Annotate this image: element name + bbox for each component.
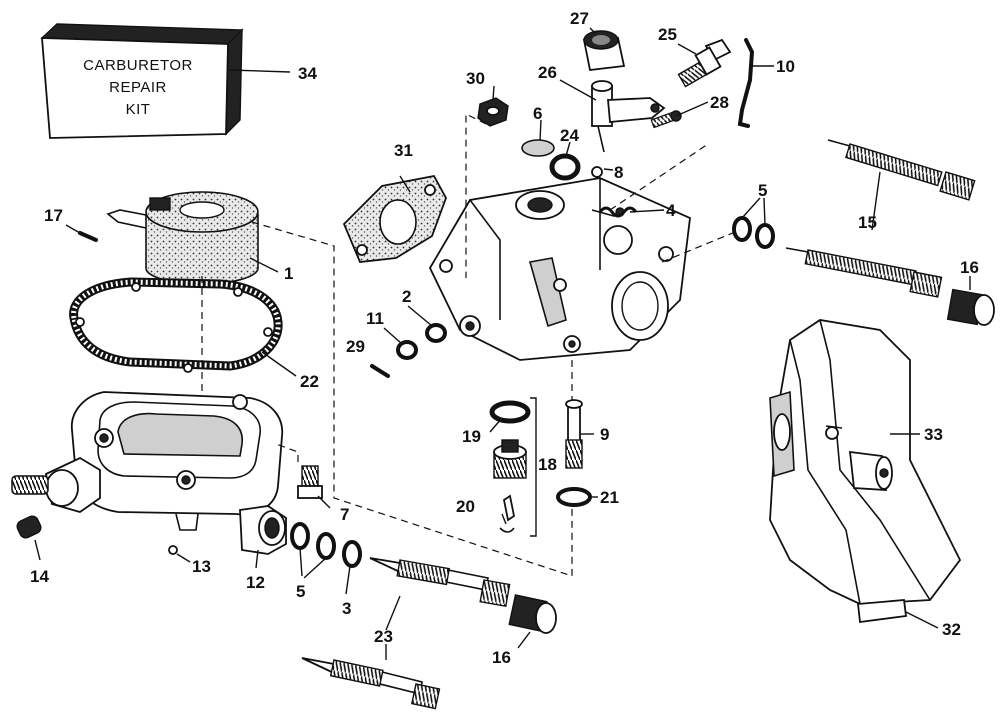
callout-23: 23 xyxy=(374,627,393,646)
manifold-gasket xyxy=(342,174,447,263)
callout-9: 9 xyxy=(600,425,609,444)
callout-28: 28 xyxy=(710,93,729,112)
needle-valve-lower xyxy=(301,657,441,710)
callout-21: 21 xyxy=(600,488,619,507)
callout-12: 12 xyxy=(246,573,265,592)
kit-label-line3: KIT xyxy=(126,101,151,118)
adjust-needle-upper xyxy=(827,139,976,201)
jet-washer xyxy=(556,487,592,507)
callout-31: 31 xyxy=(394,141,413,160)
check-ball xyxy=(168,545,178,555)
main-jet-stem xyxy=(565,399,583,469)
bracket-seal-strip xyxy=(857,599,908,624)
callout-1: 1 xyxy=(284,264,293,283)
callout-16a: 16 xyxy=(492,648,511,667)
needle-plug-right xyxy=(946,288,995,326)
callout-13: 13 xyxy=(192,557,211,576)
seat-gasket xyxy=(489,400,531,424)
roll-pin xyxy=(370,364,390,378)
inlet-needle xyxy=(499,494,516,533)
callout-6: 6 xyxy=(533,104,542,123)
lock-washer xyxy=(396,340,418,360)
callout-16b: 16 xyxy=(960,258,979,277)
float-bowl xyxy=(71,391,284,531)
callout-27: 27 xyxy=(570,9,589,28)
kit-label-line1: CARBURETOR xyxy=(83,57,193,74)
callout-22: 22 xyxy=(300,372,319,391)
callout-19: 19 xyxy=(462,427,481,446)
needle-plug-lower xyxy=(508,594,557,634)
callout-5a: 5 xyxy=(296,582,305,601)
repair-kit-box: CARBURETOR REPAIR KIT xyxy=(40,23,244,139)
bowl-drain-screw xyxy=(297,465,323,499)
check-ball-small xyxy=(591,166,603,178)
packing-washer-right-b xyxy=(755,223,775,249)
callout-24: 24 xyxy=(560,126,579,145)
callout-20: 20 xyxy=(456,497,475,516)
needle-valve-upper xyxy=(369,557,511,607)
packing-washer-right-a xyxy=(732,216,752,242)
needle-seat xyxy=(493,439,527,479)
intake-bracket xyxy=(769,319,962,605)
choke-knob-cap xyxy=(582,30,626,71)
packing-washers-left xyxy=(290,522,362,568)
callout-4: 4 xyxy=(666,201,676,220)
lever-washer xyxy=(425,323,447,343)
callout-18: 18 xyxy=(538,455,557,474)
callout-3: 3 xyxy=(342,599,351,618)
callout-11: 11 xyxy=(366,309,384,328)
callout-17: 17 xyxy=(44,206,63,225)
callout-14: 14 xyxy=(30,567,49,586)
choke-link-rod xyxy=(737,38,755,128)
hex-nut xyxy=(477,97,509,127)
callout-33: 33 xyxy=(924,425,943,444)
callout-25: 25 xyxy=(658,25,677,44)
callout-7: 7 xyxy=(340,505,349,524)
bowl-inlet-boss xyxy=(239,505,287,555)
choke-lever xyxy=(591,80,666,153)
adjust-needle-lower xyxy=(785,247,943,298)
kit-label-line2: REPAIR xyxy=(109,79,167,96)
link-screw xyxy=(650,110,682,129)
callout-5b: 5 xyxy=(758,181,767,200)
fuel-inlet-fitting xyxy=(11,456,101,513)
callout-2: 2 xyxy=(402,287,411,306)
seal-washer xyxy=(549,153,581,181)
assembly-guide-lines xyxy=(201,113,741,577)
lever-screw xyxy=(677,38,732,88)
welch-plug xyxy=(521,139,555,157)
callout-26: 26 xyxy=(538,63,557,82)
callout-29: 29 xyxy=(346,337,365,356)
callout-30: 30 xyxy=(466,69,485,88)
callout-34: 34 xyxy=(298,64,317,83)
callout-10: 10 xyxy=(776,57,795,76)
callout-32: 32 xyxy=(942,620,961,639)
callout-15: 15 xyxy=(858,213,877,232)
float-pin xyxy=(78,231,98,242)
float-part xyxy=(106,191,259,285)
callout-numbers: 34 1 22 17 14 13 12 5 3 7 23 16 31 30 6 … xyxy=(30,9,979,667)
carburetor-body xyxy=(428,177,691,361)
callout-8: 8 xyxy=(614,163,623,182)
throttle-spring xyxy=(598,206,638,218)
float-bowl-gasket xyxy=(69,277,283,373)
inlet-cap xyxy=(16,515,42,539)
leader-lines xyxy=(34,27,971,660)
